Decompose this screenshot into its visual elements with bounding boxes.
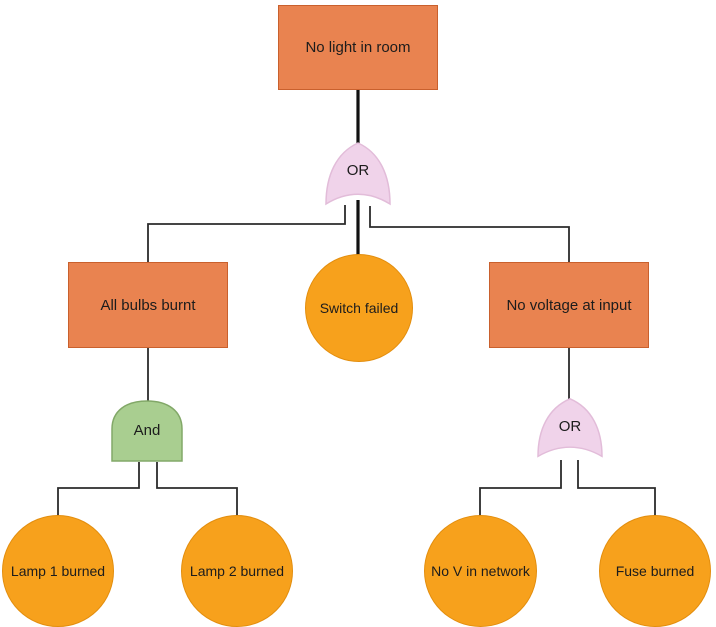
node-fuse-burned: Fuse burned: [599, 515, 711, 627]
node-switch-failed-label: Switch failed: [319, 300, 399, 316]
node-all-bulbs-burnt: All bulbs burnt: [68, 262, 228, 348]
node-lamp-1-burned-label: Lamp 1 burned: [10, 563, 106, 579]
node-top-event: No light in room: [278, 5, 438, 90]
node-no-v-in-network: No V in network: [424, 515, 537, 627]
or-gate-main-label: OR: [346, 162, 370, 179]
or-gate-right: OR: [535, 396, 605, 462]
connector-orgate-to-allbulbs: [147, 205, 346, 262]
node-lamp-2-burned: Lamp 2 burned: [181, 515, 293, 627]
and-gate-label: And: [133, 422, 161, 439]
connector-orgate-to-novoltage: [369, 206, 570, 262]
connector-andgate-to-lamp2: [156, 462, 238, 517]
node-no-voltage-at-input-label: No voltage at input: [506, 296, 632, 314]
node-fuse-burned-label: Fuse burned: [615, 563, 695, 579]
or-gate-right-label: OR: [558, 418, 582, 435]
or-gate-icon: [325, 142, 391, 206]
node-lamp-1-burned: Lamp 1 burned: [2, 515, 114, 627]
node-all-bulbs-burnt-label: All bulbs burnt: [100, 296, 196, 314]
node-no-voltage-at-input: No voltage at input: [489, 262, 649, 348]
connector-orgate2-to-novnetwork: [479, 460, 562, 517]
or-gate-main: OR: [323, 140, 393, 210]
and-gate: And: [109, 399, 185, 463]
connector-orgate2-to-fuseburned: [577, 460, 656, 517]
and-gate-icon: [111, 400, 183, 462]
node-lamp-2-burned-label: Lamp 2 burned: [189, 563, 285, 579]
connector-andgate-to-lamp1: [57, 462, 140, 517]
or-gate-right-icon: [537, 398, 603, 458]
node-no-v-in-network-label: No V in network: [431, 563, 530, 579]
node-switch-failed: Switch failed: [305, 254, 413, 362]
node-top-event-label: No light in room: [305, 39, 411, 56]
